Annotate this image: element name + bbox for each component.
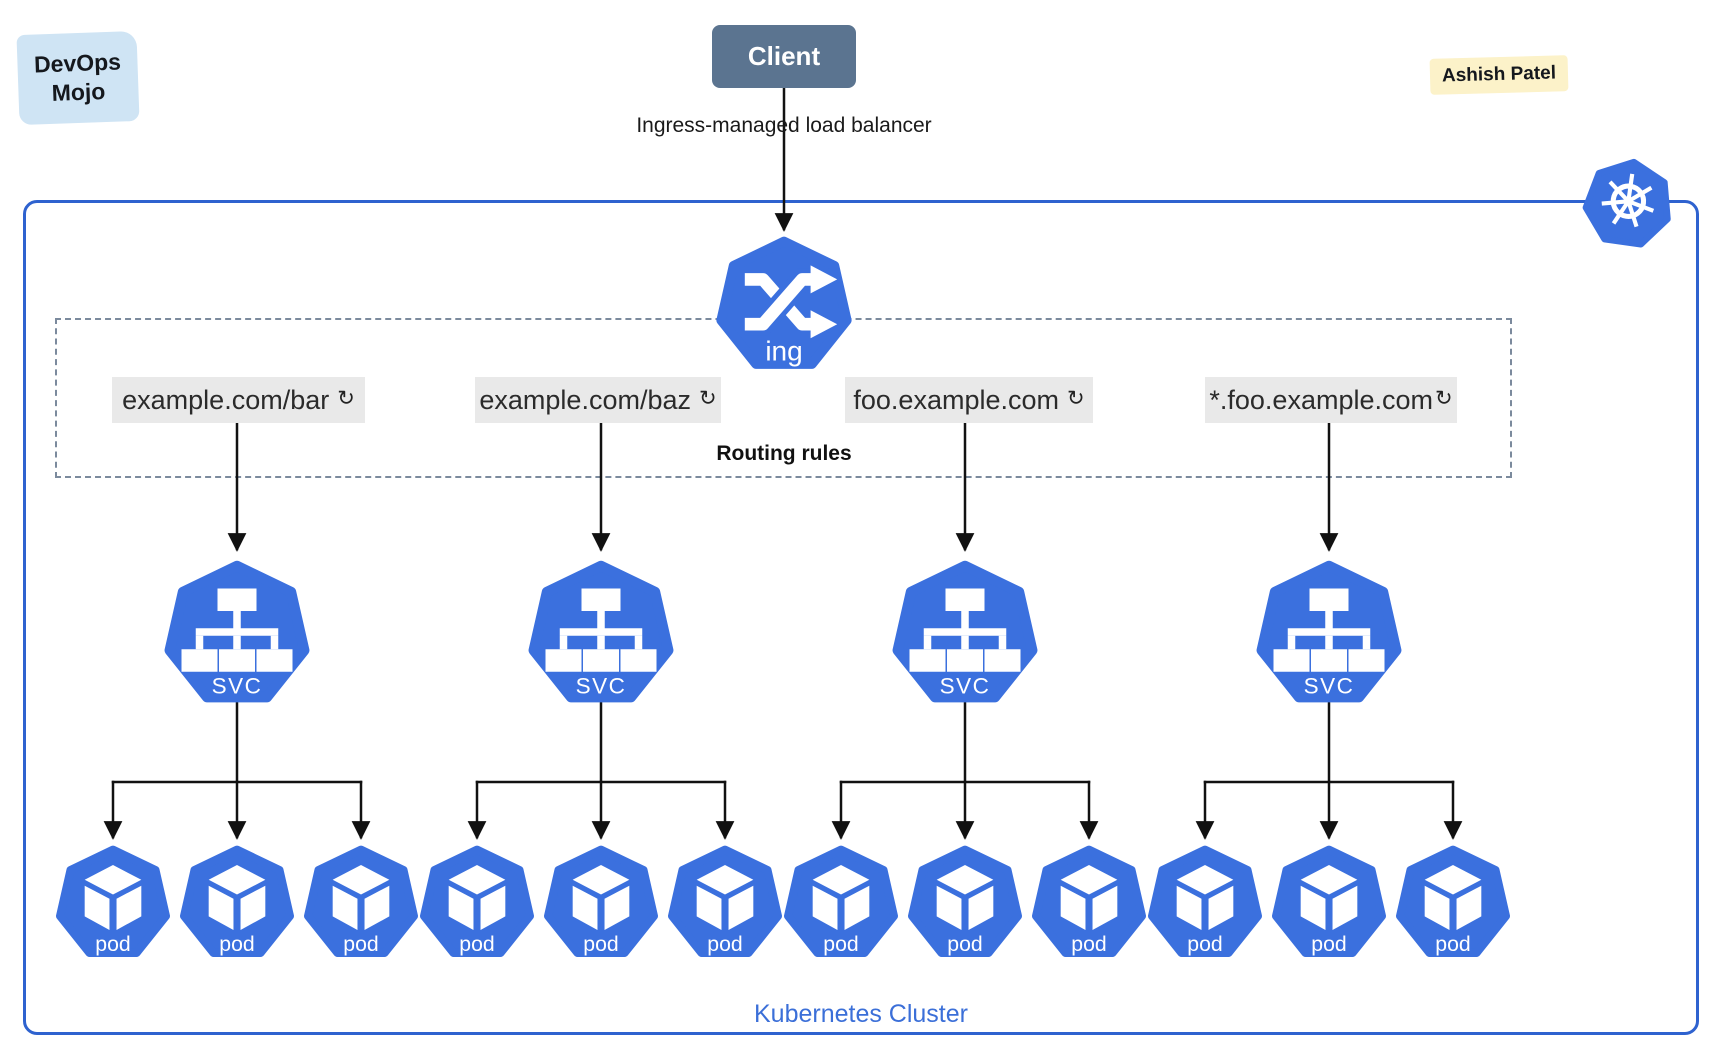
branch-svc2 (475, 698, 727, 784)
pod-label: pod (1435, 932, 1470, 956)
pod-label: pod (947, 932, 982, 956)
pod-icon: pod (418, 845, 536, 963)
pod-label: pod (1071, 932, 1106, 956)
pod-icon: pod (178, 845, 296, 963)
pod-label: pod (823, 932, 858, 956)
service-label: SVC (212, 674, 263, 699)
author-badge: Ashish Patel (1429, 55, 1569, 95)
client-node-label: Client (747, 41, 821, 71)
pod-icon: pod (666, 845, 784, 963)
client-node: Client (712, 25, 856, 88)
cluster-boundary (23, 200, 1699, 1035)
refresh-icon: ↻ (337, 385, 355, 410)
pod-label: pod (1187, 932, 1222, 956)
ingress-label: ing (765, 336, 802, 367)
branch-svc1 (111, 698, 363, 784)
pod-icon: pod (782, 845, 900, 963)
pod-icon: pod (1270, 845, 1388, 963)
routing-rule-label: *.foo.example.com ↻ (1205, 377, 1457, 423)
pod-label: pod (343, 932, 378, 956)
pod-label: pod (95, 932, 130, 956)
pod-label: pod (707, 932, 742, 956)
service-icon: SVC (162, 560, 312, 710)
pod-label: pod (219, 932, 254, 956)
author-badge-text: Ashish Patel (1441, 62, 1557, 87)
pod-icon: pod (1394, 845, 1512, 963)
kubernetes-logo-icon (1576, 152, 1680, 256)
pod-icon: pod (302, 845, 420, 963)
service-icon: SVC (526, 560, 676, 710)
brand-badge-text: DevOps Mojo (33, 48, 122, 106)
routing-rules-title: Routing rules (716, 442, 852, 465)
branch-svc4 (1203, 698, 1455, 784)
routing-rule-label: example.com/bar ↻ (112, 377, 365, 423)
rule-host: example.com/baz (479, 384, 691, 415)
pod-icon: pod (906, 845, 1024, 963)
pod-icon: pod (1146, 845, 1264, 963)
pod-icon: pod (54, 845, 172, 963)
service-label: SVC (940, 674, 991, 699)
routing-rule-label: example.com/baz ↻ (475, 377, 721, 423)
service-label: SVC (576, 674, 627, 699)
pod-icon: pod (542, 845, 660, 963)
refresh-icon: ↻ (699, 385, 717, 410)
rule-host: foo.example.com (853, 384, 1059, 415)
service-label: SVC (1304, 674, 1355, 699)
refresh-icon: ↻ (1435, 385, 1453, 410)
rule-host: example.com/bar (122, 384, 330, 415)
pod-label: pod (583, 932, 618, 956)
routing-rule-label: foo.example.com ↻ (845, 377, 1093, 423)
cluster-label: Kubernetes Cluster (753, 1000, 968, 1028)
load-balancer-label: Ingress-managed load balancer (636, 114, 932, 137)
branch-svc3 (839, 698, 1091, 784)
pod-label: pod (1311, 932, 1346, 956)
pod-icon: pod (1030, 845, 1148, 963)
ingress-icon: ing (714, 236, 854, 376)
rule-host: *.foo.example.com (1209, 384, 1433, 415)
refresh-icon: ↻ (1067, 385, 1085, 410)
pod-label: pod (459, 932, 494, 956)
brand-badge: DevOps Mojo (16, 30, 140, 126)
service-icon: SVC (1254, 560, 1404, 710)
service-icon: SVC (890, 560, 1040, 710)
